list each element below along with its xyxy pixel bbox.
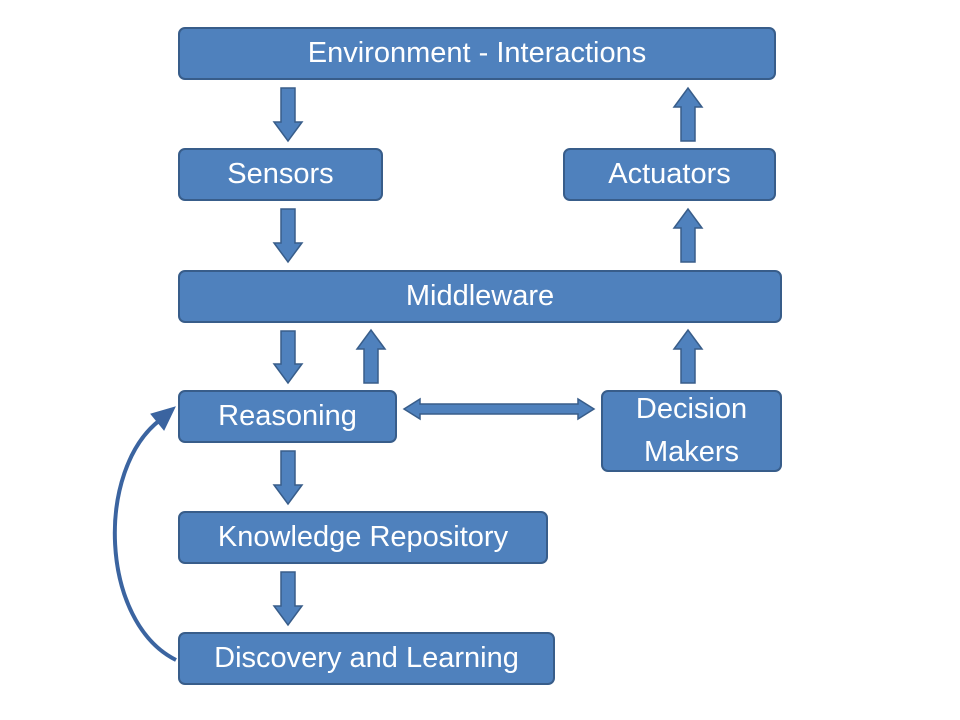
arrow-environment-to-sensors <box>272 87 304 143</box>
arrow-discovery-to-reasoning-curve <box>112 418 177 662</box>
arrow-reasoning-to-middleware <box>355 328 387 384</box>
arrow-knowledge-to-discovery <box>272 571 304 627</box>
node-discovery-and-learning: Discovery and Learning <box>178 632 555 685</box>
arrow-actuators-to-environment <box>672 86 704 142</box>
node-middleware: Middleware <box>178 270 782 323</box>
node-environment-interactions: Environment - Interactions <box>178 27 776 80</box>
arrow-sensors-to-middleware <box>272 208 304 264</box>
arrow-decision-to-middleware <box>672 328 704 384</box>
arrow-discovery-to-reasoning-head <box>150 406 176 431</box>
node-reasoning: Reasoning <box>178 390 397 443</box>
node-decision-makers: Decision Makers <box>601 390 782 472</box>
arrow-middleware-to-reasoning <box>272 330 304 385</box>
arrow-middleware-to-actuators <box>672 207 704 263</box>
arrow-reasoning-to-knowledge <box>272 450 304 506</box>
node-sensors: Sensors <box>178 148 383 201</box>
node-actuators: Actuators <box>563 148 776 201</box>
arrow-reasoning-decision-bidirectional <box>402 397 596 421</box>
node-knowledge-repository: Knowledge Repository <box>178 511 548 564</box>
